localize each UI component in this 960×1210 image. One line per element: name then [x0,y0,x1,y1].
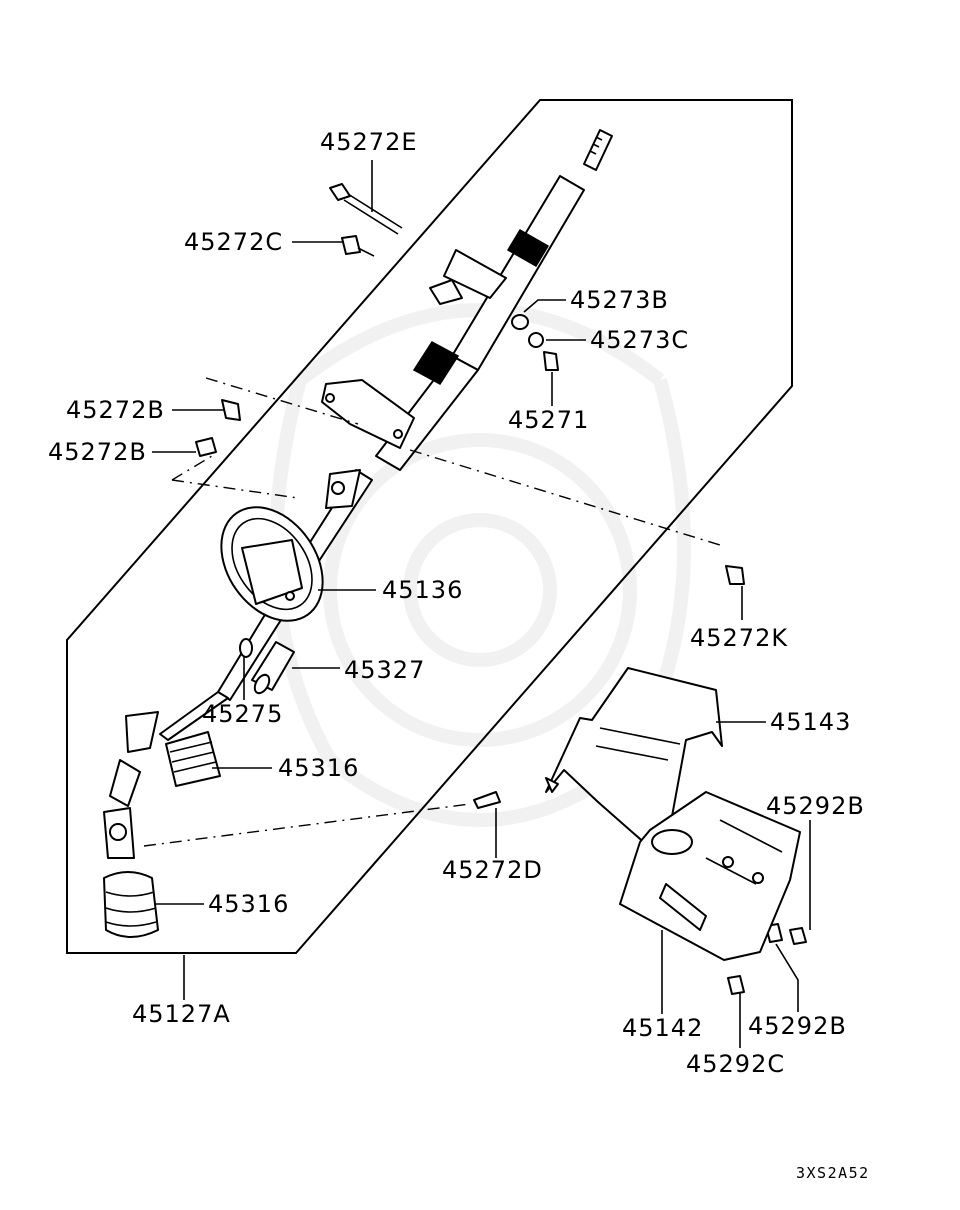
label-45272C-top[interactable]: 45272C [184,228,283,256]
part-45316-boot-lower [103,871,159,938]
leader-lines [152,160,811,1048]
label-45142[interactable]: 45142 [622,1014,703,1042]
label-45127A[interactable]: 45127A [132,1000,231,1028]
label-45316-upper[interactable]: 45316 [278,754,359,782]
label-45136[interactable]: 45136 [382,576,463,604]
label-45272K[interactable]: 45272K [690,624,788,652]
label-45292C[interactable]: 45292C [686,1050,785,1078]
label-45273B[interactable]: 45273B [570,286,669,314]
part-labels: 45272E 45272C 45273B 45273C 45271 45272B… [48,128,865,1078]
diagram-code: 3XS2A52 [796,1164,870,1182]
part-45316-boot-upper [165,731,221,787]
label-45272B-upper[interactable]: 45272B [66,396,165,424]
label-45273C[interactable]: 45273C [590,326,689,354]
label-45143[interactable]: 45143 [770,708,851,736]
label-45316-lower[interactable]: 45316 [208,890,289,918]
label-45272B-lower[interactable]: 45272B [48,438,147,466]
part-45136-cover [220,506,324,622]
part-45275-pin [239,638,253,658]
label-45275[interactable]: 45275 [202,700,283,728]
part-45143-upper-cover [545,667,723,861]
phantom-lines [143,377,721,847]
label-45272E[interactable]: 45272E [320,128,418,156]
part-45327-sleeve [251,641,295,695]
label-45272D[interactable]: 45272D [442,856,543,884]
steering-column-shaft [103,129,613,859]
assembly-boundary [66,99,793,954]
label-45327[interactable]: 45327 [344,656,425,684]
label-45271[interactable]: 45271 [508,406,589,434]
label-45292B-lower[interactable]: 45292B [748,1012,847,1040]
part-45142-lower-cover [619,791,801,961]
label-45292B-upper[interactable]: 45292B [766,792,865,820]
